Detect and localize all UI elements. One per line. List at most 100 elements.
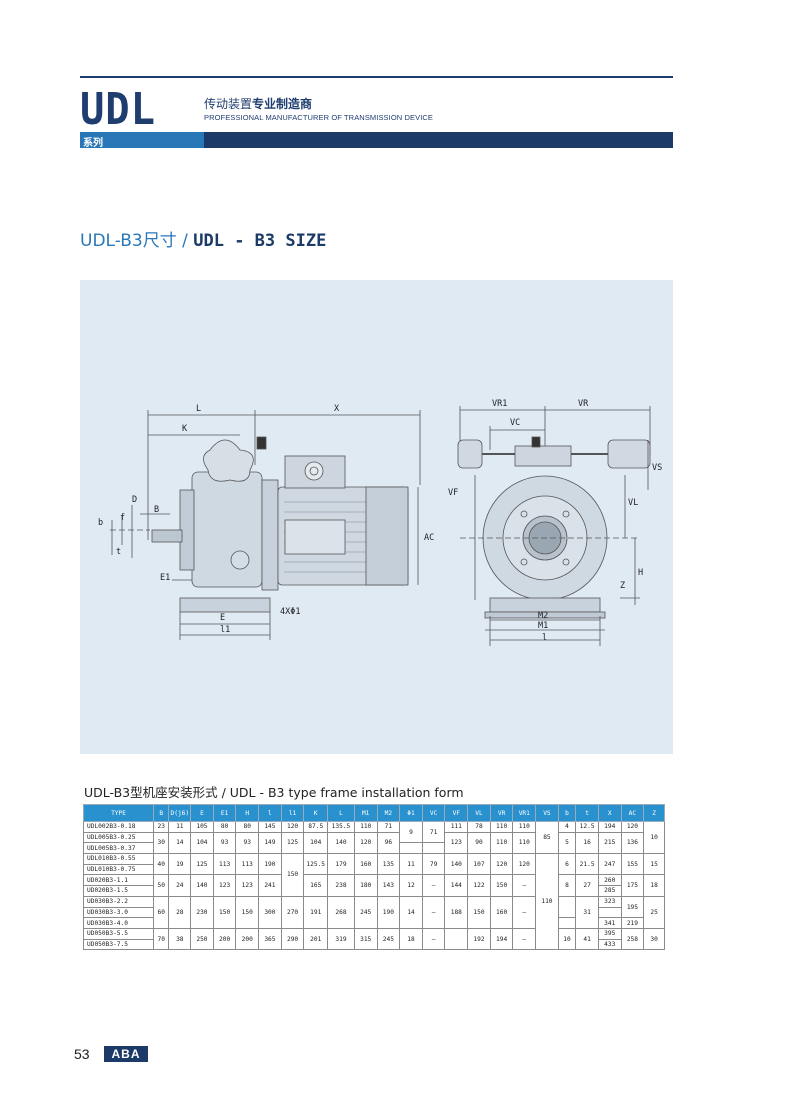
value-cell: 195 xyxy=(620,895,645,919)
label-VL: VL xyxy=(628,498,638,508)
value-cell: 96 xyxy=(376,831,401,855)
value-cell: 50 xyxy=(153,874,170,897)
value-cell: 19 xyxy=(168,853,192,876)
value-cell: 150 xyxy=(467,895,491,929)
value-cell: 5 xyxy=(557,831,577,855)
value-cell: 18 xyxy=(643,874,665,897)
front-foot xyxy=(489,597,601,613)
value-cell: 125 xyxy=(190,853,214,876)
header-cell: E1 xyxy=(212,804,237,822)
value-cell: 27 xyxy=(575,874,599,897)
value-cell: 150 xyxy=(489,874,514,897)
output-shaft xyxy=(151,529,183,543)
value-cell: 192 xyxy=(467,927,491,951)
value-cell: 113 xyxy=(235,853,260,876)
label-B: B xyxy=(154,505,159,515)
type-cell: UD050B3-5.5 xyxy=(82,927,155,940)
header-cell: VF xyxy=(444,804,469,822)
value-cell: 11 xyxy=(168,821,192,833)
value-cell: 140 xyxy=(444,853,469,876)
header-cell: X xyxy=(597,804,622,822)
value-cell: 9 xyxy=(399,820,423,844)
table-header-row: TYPE B D(j6) E E1 H l l1 K L M1 M2 Φ1 VC… xyxy=(82,804,665,822)
label-M2: M2 xyxy=(538,611,548,621)
value-cell: 110 xyxy=(535,853,559,951)
value-cell: 144 xyxy=(444,874,469,897)
value-cell: 110 xyxy=(512,831,537,855)
value-cell: 21.5 xyxy=(575,853,599,876)
value-cell: 10 xyxy=(557,927,577,951)
label-t: t xyxy=(116,547,121,557)
value-cell: 150 xyxy=(212,895,237,929)
value-cell: 300 xyxy=(258,895,282,929)
value-cell: 136 xyxy=(620,831,645,855)
type-cell: UDL005B3-0.37 xyxy=(82,842,155,855)
value-cell: 194 xyxy=(597,821,622,833)
value-cell: 79 xyxy=(421,853,446,876)
value-cell: 14 xyxy=(168,831,192,855)
value-cell: 433 xyxy=(597,938,622,951)
series-band: 系列 xyxy=(80,132,204,149)
value-cell: 87.5 xyxy=(303,821,329,833)
label-hole: 4XΦ1 xyxy=(280,607,300,617)
value-cell: 70 xyxy=(153,927,170,951)
value-cell: 30 xyxy=(153,831,170,855)
label-VS: VS xyxy=(652,463,662,473)
value-cell: 245 xyxy=(376,927,401,951)
type-cell: UD030B3-2.2 xyxy=(82,895,155,908)
value-cell: – xyxy=(421,927,446,951)
tagline-cn-bold: 专业制造商 xyxy=(252,97,313,111)
section-title: UDL-B3尺寸 / UDL - B3 SIZE xyxy=(80,226,326,251)
header-cell: VR1 xyxy=(512,804,537,822)
value-cell: 105 xyxy=(190,821,214,833)
value-cell: 150 xyxy=(280,853,305,897)
header-cell: M2 xyxy=(376,804,401,822)
type-cell: UDL010B3-0.75 xyxy=(82,863,155,876)
value-cell: 245 xyxy=(353,895,378,929)
gearbox-foot xyxy=(179,597,271,613)
value-cell: 200 xyxy=(235,927,260,951)
value-cell: 241 xyxy=(258,874,282,897)
header-cell: K xyxy=(303,804,329,822)
value-cell: 16 xyxy=(575,831,599,855)
value-cell: 120 xyxy=(280,821,305,833)
type-cell: UD050B3-7.5 xyxy=(82,938,155,951)
value-cell: 107 xyxy=(467,853,491,876)
header-cell: TYPE xyxy=(82,804,155,822)
tagline-cn-regular: 传动装置 xyxy=(204,97,253,111)
value-cell: 78 xyxy=(467,821,491,833)
value-cell: 4 xyxy=(557,821,577,833)
value-cell: 24 xyxy=(168,874,192,897)
value-cell xyxy=(557,917,577,929)
label-Z: Z xyxy=(620,581,625,591)
label-M1: M1 xyxy=(538,621,548,631)
value-cell: 18 xyxy=(399,927,423,951)
page-number: 53 xyxy=(74,1046,90,1062)
left-handwheel xyxy=(457,439,483,469)
value-cell: 71 xyxy=(376,821,401,833)
type-cell: UD020B3-1.5 xyxy=(82,885,155,897)
value-cell xyxy=(557,895,577,919)
value-cell: 10 xyxy=(643,820,665,855)
value-cell: 201 xyxy=(303,927,329,951)
type-cell: UDL002B3-0.18 xyxy=(82,821,155,833)
value-cell: 323 xyxy=(597,895,622,908)
value-cell: 6 xyxy=(557,853,577,876)
value-cell: 123 xyxy=(212,874,237,897)
value-cell: – xyxy=(421,874,446,897)
value-cell xyxy=(597,906,622,919)
value-cell: 40 xyxy=(153,853,170,876)
value-cell: 238 xyxy=(327,874,355,897)
value-cell: 31 xyxy=(575,895,599,929)
label-E: E xyxy=(220,613,225,623)
header-cell: b xyxy=(557,804,577,822)
header-cell: L xyxy=(327,804,355,822)
value-cell: 258 xyxy=(620,927,645,951)
label-VR1: VR1 xyxy=(492,399,507,409)
value-cell: 250 xyxy=(190,927,214,951)
value-cell xyxy=(421,842,446,855)
